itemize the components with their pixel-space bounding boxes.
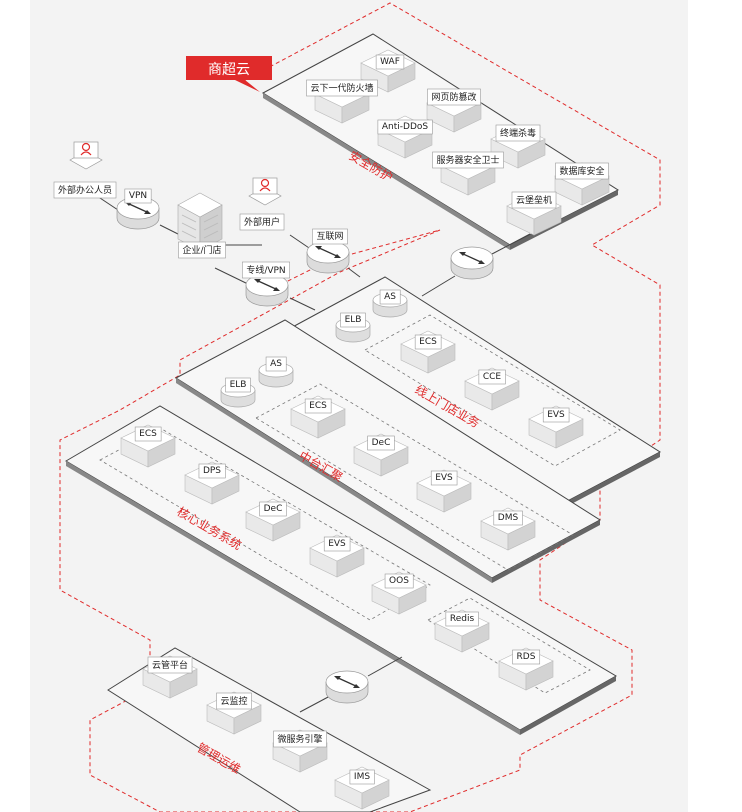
remote-staff-icon (69, 141, 103, 170)
middle-ecs-label-text: ECS (309, 401, 327, 411)
bastion-label: 云堡垒机 (511, 191, 557, 209)
ops-ims-label: IMS (349, 769, 375, 785)
ngfw-label-text: 云下一代防火墙 (310, 82, 373, 94)
core-evs-label-text: EVS (328, 539, 346, 549)
enterprise-building-icon (177, 192, 223, 252)
external-user-icon (248, 177, 282, 206)
brand-badge-label: 商超云 (208, 62, 250, 78)
store-ecs-label-text: ECS (419, 337, 437, 347)
store-cce-label-text: CCE (483, 372, 502, 382)
store-as-label-text: AS (384, 292, 396, 302)
antivirus-label: 终端杀毒 (495, 124, 541, 142)
security-platform (261, 33, 620, 250)
core-dps-label: DPS (198, 463, 226, 479)
middle-elb-label-text: ELB (230, 380, 247, 390)
vpn-label: VPN (124, 188, 152, 204)
ops-monitor-label: 云监控 (216, 692, 252, 710)
store-elb-label-text: ELB (345, 315, 362, 325)
enterprise-label-text: 企业/门店 (182, 244, 221, 256)
core-ecs-label: ECS (134, 426, 162, 442)
ops-monitor-label-text: 云监控 (220, 695, 247, 707)
middle-elb-label: ELB (225, 377, 251, 393)
core-dec-label: DeC (259, 501, 287, 517)
core-dps-label-text: DPS (203, 466, 221, 476)
middle-ecs-label: ECS (304, 398, 332, 414)
core-redis-label: Redis (445, 611, 479, 627)
external-user-label: 外部用户 (239, 213, 285, 231)
middle-dms-label: DMS (493, 510, 523, 526)
middle-evs-label-text: EVS (435, 473, 453, 483)
security-zone-outline (59, 2, 661, 812)
middle-as-label-text: AS (270, 359, 282, 369)
server-guard-label: 服务器安全卫士 (432, 151, 504, 169)
waf-label: WAF (375, 54, 405, 70)
db-security-label: 数据库安全 (555, 162, 609, 180)
core-dec-label-text: DeC (264, 504, 283, 514)
middle-dec-label: DeC (367, 435, 395, 451)
internet-label-text: 互联网 (316, 231, 343, 242)
internet-label: 互联网 (312, 228, 348, 245)
ops-cloud-mgmt-label: 云管平台 (147, 656, 193, 674)
middle-evs-label: EVS (430, 470, 458, 486)
core-evs-label: EVS (323, 536, 351, 552)
store-evs-label: EVS (542, 407, 570, 423)
waf-label-text: WAF (380, 57, 400, 67)
internet-router-icon (306, 240, 350, 274)
store-elb-label: ELB (340, 312, 366, 328)
core-redis-label-text: Redis (450, 614, 475, 624)
ops-ims-label-text: IMS (354, 772, 370, 782)
core-ecs-label-text: ECS (139, 429, 157, 439)
middle-as-label: AS (265, 356, 287, 372)
store-ecs-label: ECS (414, 334, 442, 350)
dedicated-line-label: 专线/VPN (242, 261, 290, 279)
remote-staff-label: 外部办公人员 (53, 181, 117, 199)
core-rds-label: RDS (512, 649, 541, 665)
db-security-label-text: 数据库安全 (559, 165, 604, 177)
store-cce-label: CCE (478, 369, 506, 385)
ops-microservice-label-text: 微服务引擎 (277, 733, 322, 745)
brand-badge: 商超云 (186, 56, 272, 92)
dedicated-line-label-text: 专线/VPN (246, 264, 285, 276)
middle-dms-label-text: DMS (498, 513, 519, 523)
external-user-label-text: 外部用户 (244, 216, 280, 228)
bastion-label-text: 云堡垒机 (516, 194, 552, 206)
enterprise-label: 企业/门店 (178, 241, 226, 259)
anti-ddos-label: Anti-DDoS (377, 119, 433, 135)
gateway-router-icon (450, 246, 494, 280)
anti-ddos-label-text: Anti-DDoS (382, 122, 429, 132)
remote-staff-label-text: 外部办公人员 (58, 184, 112, 196)
ops-microservice-label: 微服务引擎 (273, 730, 327, 748)
core-rds-label-text: RDS (517, 652, 536, 662)
middle-dec-label-text: DeC (372, 438, 391, 448)
core-oos-label: OOS (384, 573, 414, 589)
ops-cloud-mgmt-label-text: 云管平台 (152, 659, 188, 671)
ops-router-icon (325, 670, 369, 704)
vpn-label-text: VPN (129, 191, 147, 201)
core-oos-label-text: OOS (389, 576, 409, 586)
antivirus-label-text: 终端杀毒 (500, 127, 536, 139)
server-guard-label-text: 服务器安全卫士 (436, 154, 499, 166)
web-tamper-label: 网页防篡改 (427, 88, 481, 106)
store-as-label: AS (379, 289, 401, 305)
ngfw-label: 云下一代防火墙 (306, 79, 378, 97)
store-evs-label-text: EVS (547, 410, 565, 420)
web-tamper-label-text: 网页防篡改 (431, 91, 476, 103)
dedicated-line-router-icon (245, 273, 289, 307)
